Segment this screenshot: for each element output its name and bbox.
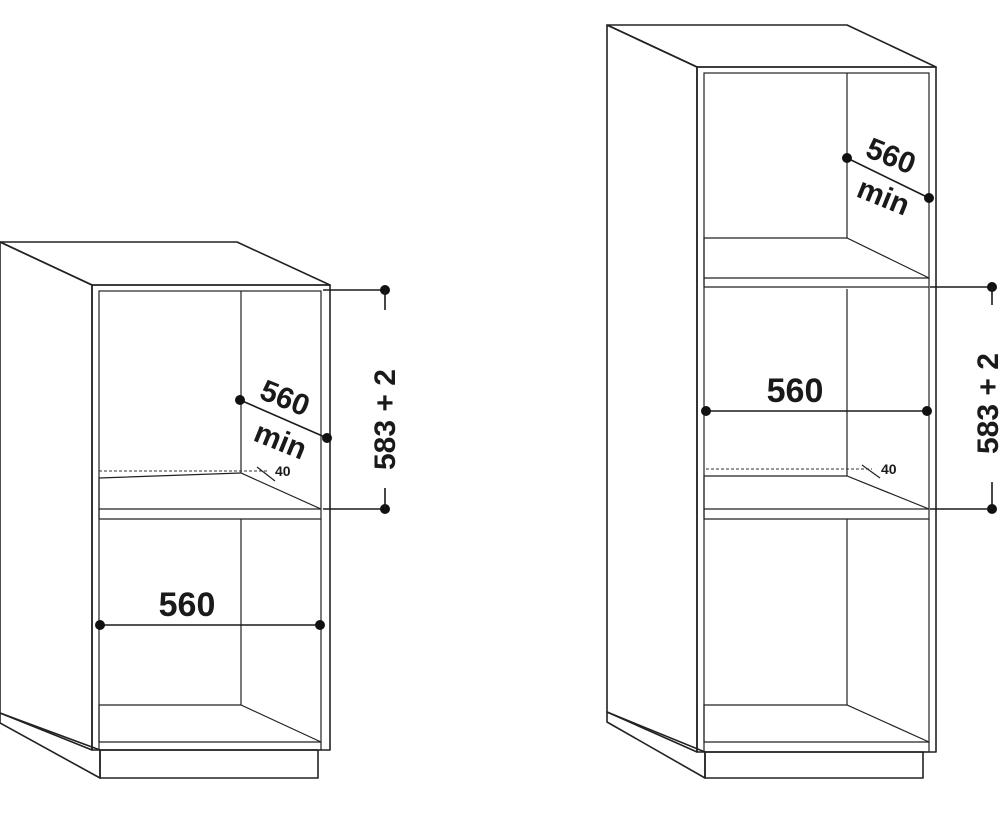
- left-width-dot-b: [315, 620, 325, 630]
- left-width-dot-a: [95, 620, 105, 630]
- right-width-dot-b: [922, 406, 932, 416]
- right-depth-dot-a: [842, 153, 852, 163]
- left-width-label: 560: [159, 586, 216, 624]
- left-dimensions: 583 + 2 560 min 40 560: [95, 285, 402, 630]
- left-depth-dot-a: [235, 395, 245, 405]
- right-width-label: 560: [767, 372, 824, 410]
- right-gap-label: 40: [881, 461, 897, 477]
- right-depth-dot-b: [924, 193, 934, 203]
- right-dimensions: 560 min 583 + 2 560 40: [701, 132, 1000, 514]
- left-gap-label: 40: [275, 463, 291, 479]
- left-height-label: 583 + 2: [369, 369, 402, 470]
- right-width-dot-a: [701, 406, 711, 416]
- left-cabinet: [0, 241, 331, 779]
- right-height-label: 583 + 2: [972, 353, 1000, 454]
- left-depth-min-label: min: [249, 416, 311, 467]
- left-depth-dot-b: [322, 433, 332, 443]
